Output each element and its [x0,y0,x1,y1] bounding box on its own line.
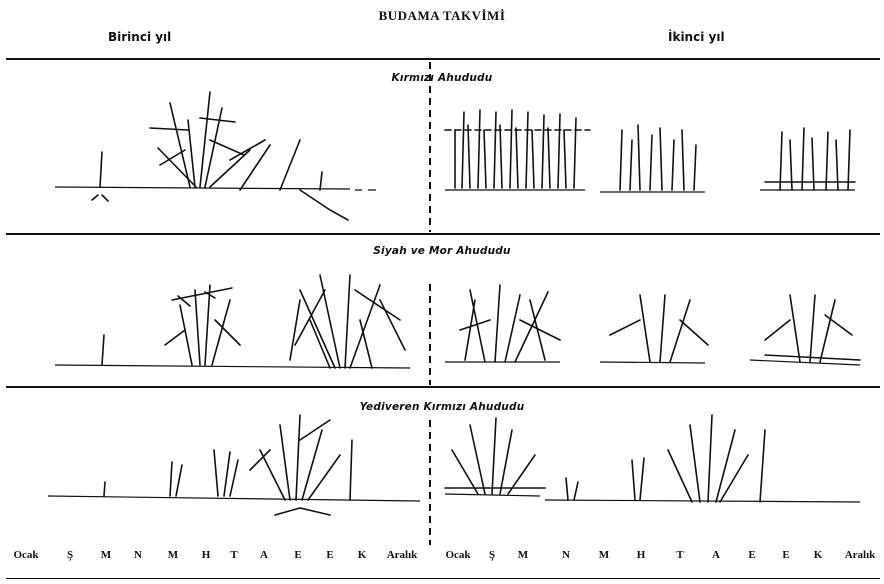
month-label: E [748,549,755,561]
month-label: M [518,549,528,561]
month-label: M [599,549,609,561]
month-label: Ş [67,549,73,561]
month-label: K [358,549,367,561]
month-label: Ocak [13,549,38,561]
month-label: N [562,549,570,561]
month-label: A [260,549,268,561]
month-label: H [637,549,646,561]
month-label: Ş [489,549,495,561]
month-label: T [676,549,683,561]
month-label: Aralık [845,549,876,561]
month-label: Aralık [387,549,418,561]
plant-drawings [92,92,860,515]
month-label: Ocak [445,549,470,561]
month-label: E [294,549,301,561]
month-label: N [134,549,142,561]
month-label: H [202,549,211,561]
month-label: A [712,549,720,561]
month-label: E [782,549,789,561]
month-label: M [101,549,111,561]
month-label: K [814,549,823,561]
month-label: T [230,549,237,561]
month-label: E [326,549,333,561]
month-label: M [168,549,178,561]
